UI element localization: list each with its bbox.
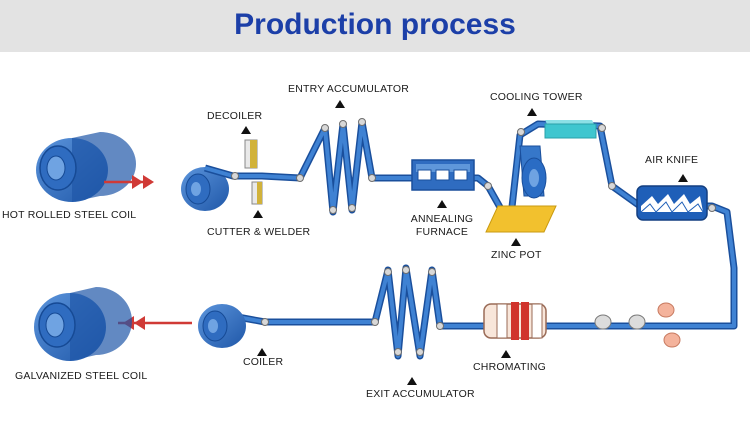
hot-rolled-coil-icon [36,132,136,202]
label-zinc-pot: ZINC POT [491,249,542,261]
annealing-furnace-icon [411,159,475,191]
label-pointers [241,100,688,385]
air-knife-icon [636,185,708,221]
label-air-knife: AIR KNIFE [645,154,699,166]
process-diagram: HOT ROLLED STEEL COIL DECOILER CUTTER & … [0,52,750,419]
label-exit-accumulator: EXIT ACCUMULATOR [366,388,475,400]
coating-rollers-icon [594,302,681,348]
label-furnace: FURNACE [415,226,469,238]
label-entry-accumulator: ENTRY ACCUMULATOR [288,83,410,95]
label-chromating: CHROMATING [473,361,546,373]
chromating-icon [483,302,547,340]
label-decoiler: DECOILER [207,110,263,122]
cutter-welder-icon [244,139,263,205]
diagram-canvas [34,100,738,385]
bottom-strip-line [231,264,612,360]
zinc-pot-icon [485,145,557,233]
label-annealing: ANNEALING [410,213,474,225]
input-arrow-icon [104,175,154,189]
page-title: Production process [234,8,516,41]
galvanized-coil-icon [34,287,132,361]
cooling-tower-icon [544,120,597,139]
label-cooling-tower: COOLING TOWER [490,91,583,103]
label-hot-rolled-steel-coil: HOT ROLLED STEEL COIL [2,209,137,221]
label-coiler: COILER [243,356,284,368]
decoiler-coil-icon [181,167,229,211]
header-bar: Production process [0,0,750,52]
guide-rollers [231,118,716,356]
coiler-coil-icon [198,304,246,348]
label-galvanized-steel-coil: GALVANIZED STEEL COIL [15,370,148,382]
label-cutter-welder: CUTTER & WELDER [207,226,311,238]
